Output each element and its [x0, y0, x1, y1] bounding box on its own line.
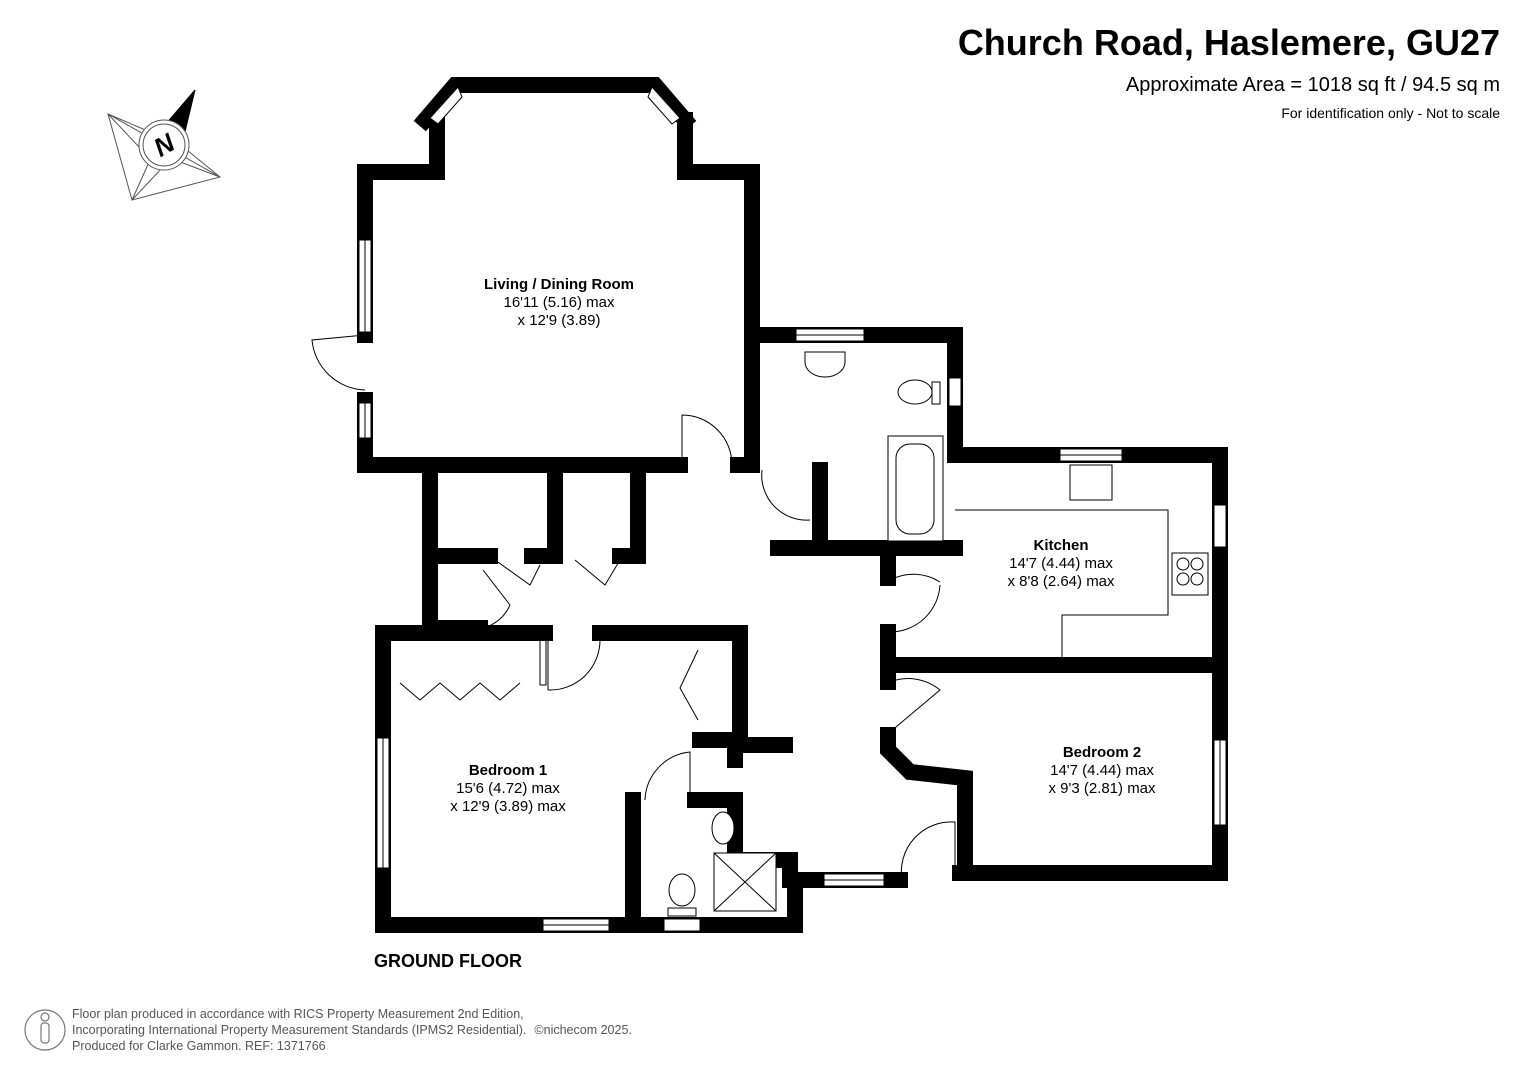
- svg-text:16'11 (5.16) max: 16'11 (5.16) max: [504, 294, 615, 311]
- worktop: [955, 509, 1169, 657]
- svg-text:x 12'9 (3.89): x 12'9 (3.89): [518, 312, 601, 329]
- svg-text:Bedroom 1: Bedroom 1: [469, 762, 547, 779]
- floor-label: GROUND FLOOR: [374, 951, 522, 971]
- room-living-dining: Living / Dining Room 16'11 (5.16) max x …: [484, 276, 634, 329]
- room-bedroom-1: Bedroom 1 15'6 (4.72) max x 12'9 (3.89) …: [450, 762, 566, 815]
- footer-line-1: Floor plan produced in accordance with R…: [72, 1007, 524, 1021]
- doors: [311, 334, 956, 881]
- svg-text:x 8'8 (2.64) max: x 8'8 (2.64) max: [1007, 573, 1115, 590]
- footer: Floor plan produced in accordance with R…: [72, 1006, 632, 1054]
- compass-icon: N: [107, 89, 222, 201]
- svg-text:x 9'3 (2.81) max: x 9'3 (2.81) max: [1048, 780, 1156, 797]
- room-kitchen: Kitchen 14'7 (4.44) max x 8'8 (2.64) max: [1007, 537, 1115, 590]
- kitchen-sink-icon: [1069, 464, 1113, 501]
- svg-text:Living / Dining Room: Living / Dining Room: [484, 276, 634, 293]
- windows: [358, 86, 1227, 932]
- svg-text:15'6 (4.72) max: 15'6 (4.72) max: [456, 780, 560, 797]
- fixtures: [667, 351, 1209, 917]
- property-title: Church Road, Haslemere, GU27: [957, 22, 1500, 63]
- svg-text:Kitchen: Kitchen: [1033, 537, 1088, 554]
- scale-note: For identification only - Not to scale: [1281, 105, 1500, 121]
- footer-line-2: Incorporating International Property Mea…: [72, 1023, 527, 1037]
- toilet-icon: [897, 379, 933, 405]
- copyright: ©nichecom 2025.: [534, 1023, 632, 1037]
- room-bedroom-2: Bedroom 2 14'7 (4.44) max x 9'3 (2.81) m…: [1048, 744, 1156, 797]
- sink-icon: [804, 351, 846, 378]
- svg-text:14'7 (4.44) max: 14'7 (4.44) max: [1009, 555, 1113, 572]
- hob-icon: [1171, 552, 1209, 596]
- svg-text:Bedroom 2: Bedroom 2: [1063, 744, 1141, 761]
- svg-text:x 12'9 (3.89) max: x 12'9 (3.89) max: [450, 798, 566, 815]
- footer-line-3: Produced for Clarke Gammon. REF: 1371766: [72, 1039, 326, 1053]
- approximate-area: Approximate Area = 1018 sq ft / 94.5 sq …: [1125, 74, 1500, 96]
- svg-text:14'7 (4.44) max: 14'7 (4.44) max: [1050, 762, 1154, 779]
- person-icon: [24, 1009, 66, 1051]
